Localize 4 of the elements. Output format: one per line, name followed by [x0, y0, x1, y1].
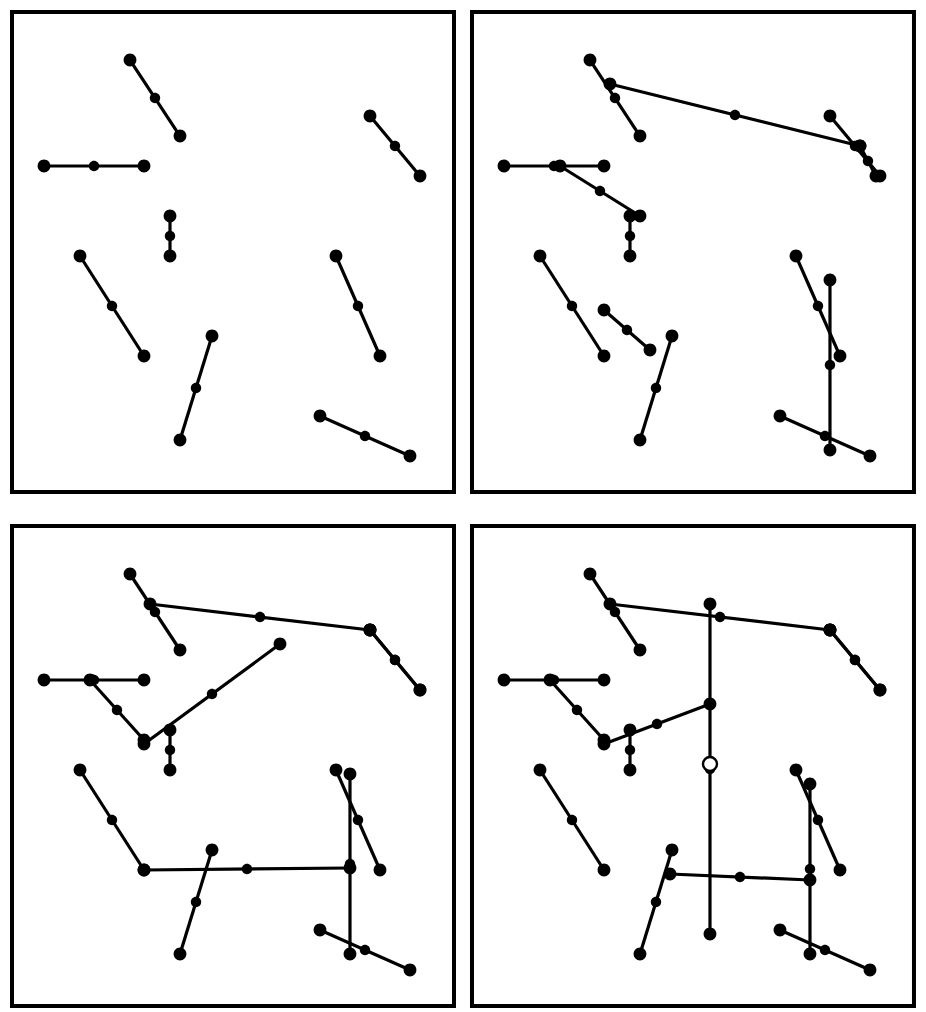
panel	[10, 524, 456, 1008]
panel	[470, 524, 916, 1008]
panel	[470, 10, 916, 494]
panel	[10, 10, 456, 494]
